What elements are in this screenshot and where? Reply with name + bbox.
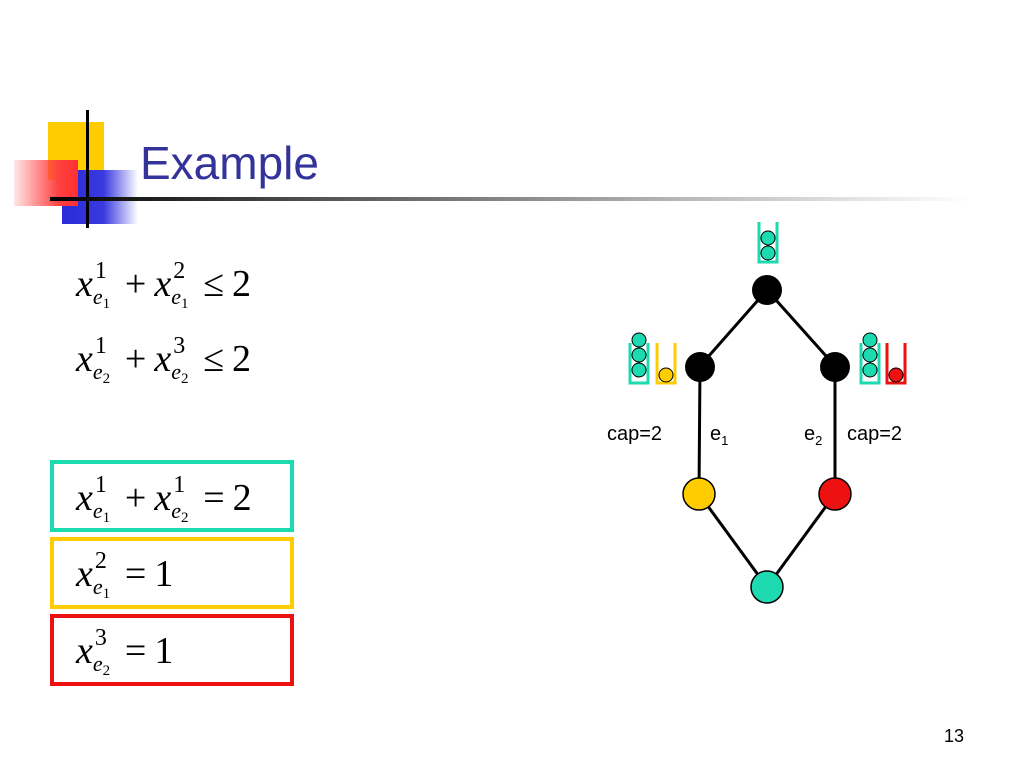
node-left	[685, 352, 715, 382]
right-edge-index: 2	[815, 433, 822, 448]
eq-sub-idx: 1	[102, 510, 111, 526]
constraint-box-green	[50, 460, 294, 532]
eq-var: x	[76, 553, 93, 595]
eq-sub-idx: 2	[102, 371, 111, 387]
eq-sup: 1	[94, 472, 107, 498]
eq-sub-idx: 2	[180, 510, 189, 526]
eq-sub-idx: 2	[102, 663, 111, 679]
eq-var: x	[76, 263, 93, 305]
eq-var: x	[154, 263, 172, 305]
eq-rel: =	[124, 553, 147, 595]
eq-var: x	[76, 338, 93, 380]
eq-sub: e	[171, 359, 181, 384]
edge-e1	[697, 365, 702, 495]
eq-rel: =	[124, 630, 147, 672]
right-edge-label: e2	[804, 423, 822, 448]
node-top	[752, 275, 782, 305]
eq-rhs: 2	[232, 477, 252, 519]
eq-sub: e	[92, 284, 103, 309]
left-cap-label: cap=2	[607, 423, 662, 445]
eq-var: x	[76, 630, 93, 672]
eq-sub: e	[171, 498, 181, 523]
edge-bottom-right	[765, 493, 837, 588]
eq-rhs: 1	[154, 553, 174, 595]
eq-rhs: 1	[154, 630, 174, 672]
queue-left-green	[628, 332, 650, 385]
right-cap-label: cap=2	[847, 423, 902, 445]
node-yellow	[682, 477, 716, 511]
eq-rel: =	[203, 477, 225, 519]
queue-top-green	[757, 222, 779, 264]
edge-bottom-left	[697, 493, 769, 588]
eq-rel: ≤	[203, 338, 225, 380]
queue-left-yellow	[655, 343, 677, 385]
page-number: 13	[944, 726, 965, 746]
eq-sub-idx: 1	[180, 296, 189, 312]
title-underline	[50, 197, 970, 201]
node-green	[750, 570, 784, 604]
queue-right-green	[859, 332, 881, 385]
eq-sub: e	[171, 284, 181, 309]
eq-rhs: 2	[232, 263, 252, 305]
left-edge-label: e1	[710, 423, 728, 448]
eq-sup: 1	[94, 333, 107, 359]
eq-sup: 1	[94, 258, 107, 284]
eq-var: x	[76, 477, 93, 519]
slide-title: Example	[140, 137, 319, 189]
eq-sub-idx: 1	[102, 296, 111, 312]
eq-rhs: 2	[232, 338, 252, 380]
eq-op: +	[124, 338, 147, 380]
node-right	[820, 352, 850, 382]
logo-vertical-line	[86, 110, 89, 228]
right-edge-letter: e	[804, 423, 815, 445]
constraint-box-yellow	[50, 537, 294, 609]
edge-top-left	[698, 289, 769, 367]
constraint-box-red	[50, 614, 294, 686]
left-edge-index: 1	[721, 433, 728, 448]
eq-sub: e	[92, 359, 103, 384]
eq-sub-idx: 1	[102, 586, 111, 602]
left-edge-letter: e	[710, 423, 721, 445]
edge-top-right	[765, 288, 837, 368]
queue-right-red	[885, 343, 907, 385]
eq-sup: 2	[94, 548, 107, 574]
eq-sup: 3	[94, 625, 107, 651]
eq-sup: 3	[173, 333, 186, 359]
eq-sup: 2	[173, 258, 186, 284]
eq-var: x	[154, 477, 172, 519]
eq-sub: e	[92, 574, 103, 599]
eq-op: +	[124, 263, 147, 305]
eq-var: x	[154, 338, 172, 380]
eq-sub-idx: 2	[180, 371, 189, 387]
node-red	[818, 477, 852, 511]
eq-sub: e	[92, 651, 103, 676]
eq-op: +	[124, 477, 147, 519]
eq-sup: 1	[173, 472, 186, 498]
eq-rel: ≤	[203, 263, 225, 305]
eq-sub: e	[92, 498, 103, 523]
